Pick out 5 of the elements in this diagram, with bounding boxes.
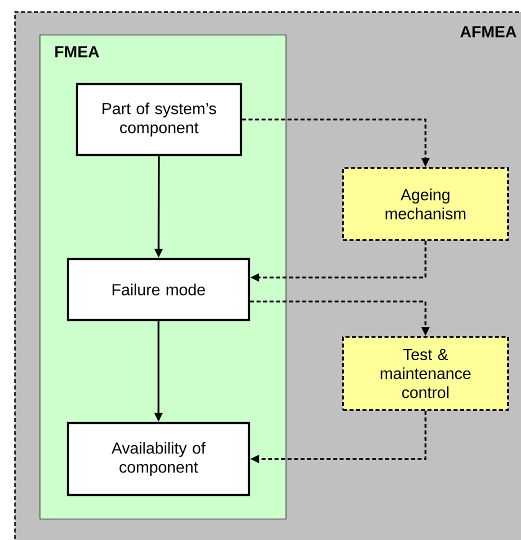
process-box: Part of system’s component xyxy=(76,82,242,156)
process-box: Availability of component xyxy=(66,422,250,496)
process-box: Test & maintenance control xyxy=(342,336,509,411)
process-box: Failure mode xyxy=(66,258,250,322)
process-box: Ageing mechanism xyxy=(342,167,509,241)
